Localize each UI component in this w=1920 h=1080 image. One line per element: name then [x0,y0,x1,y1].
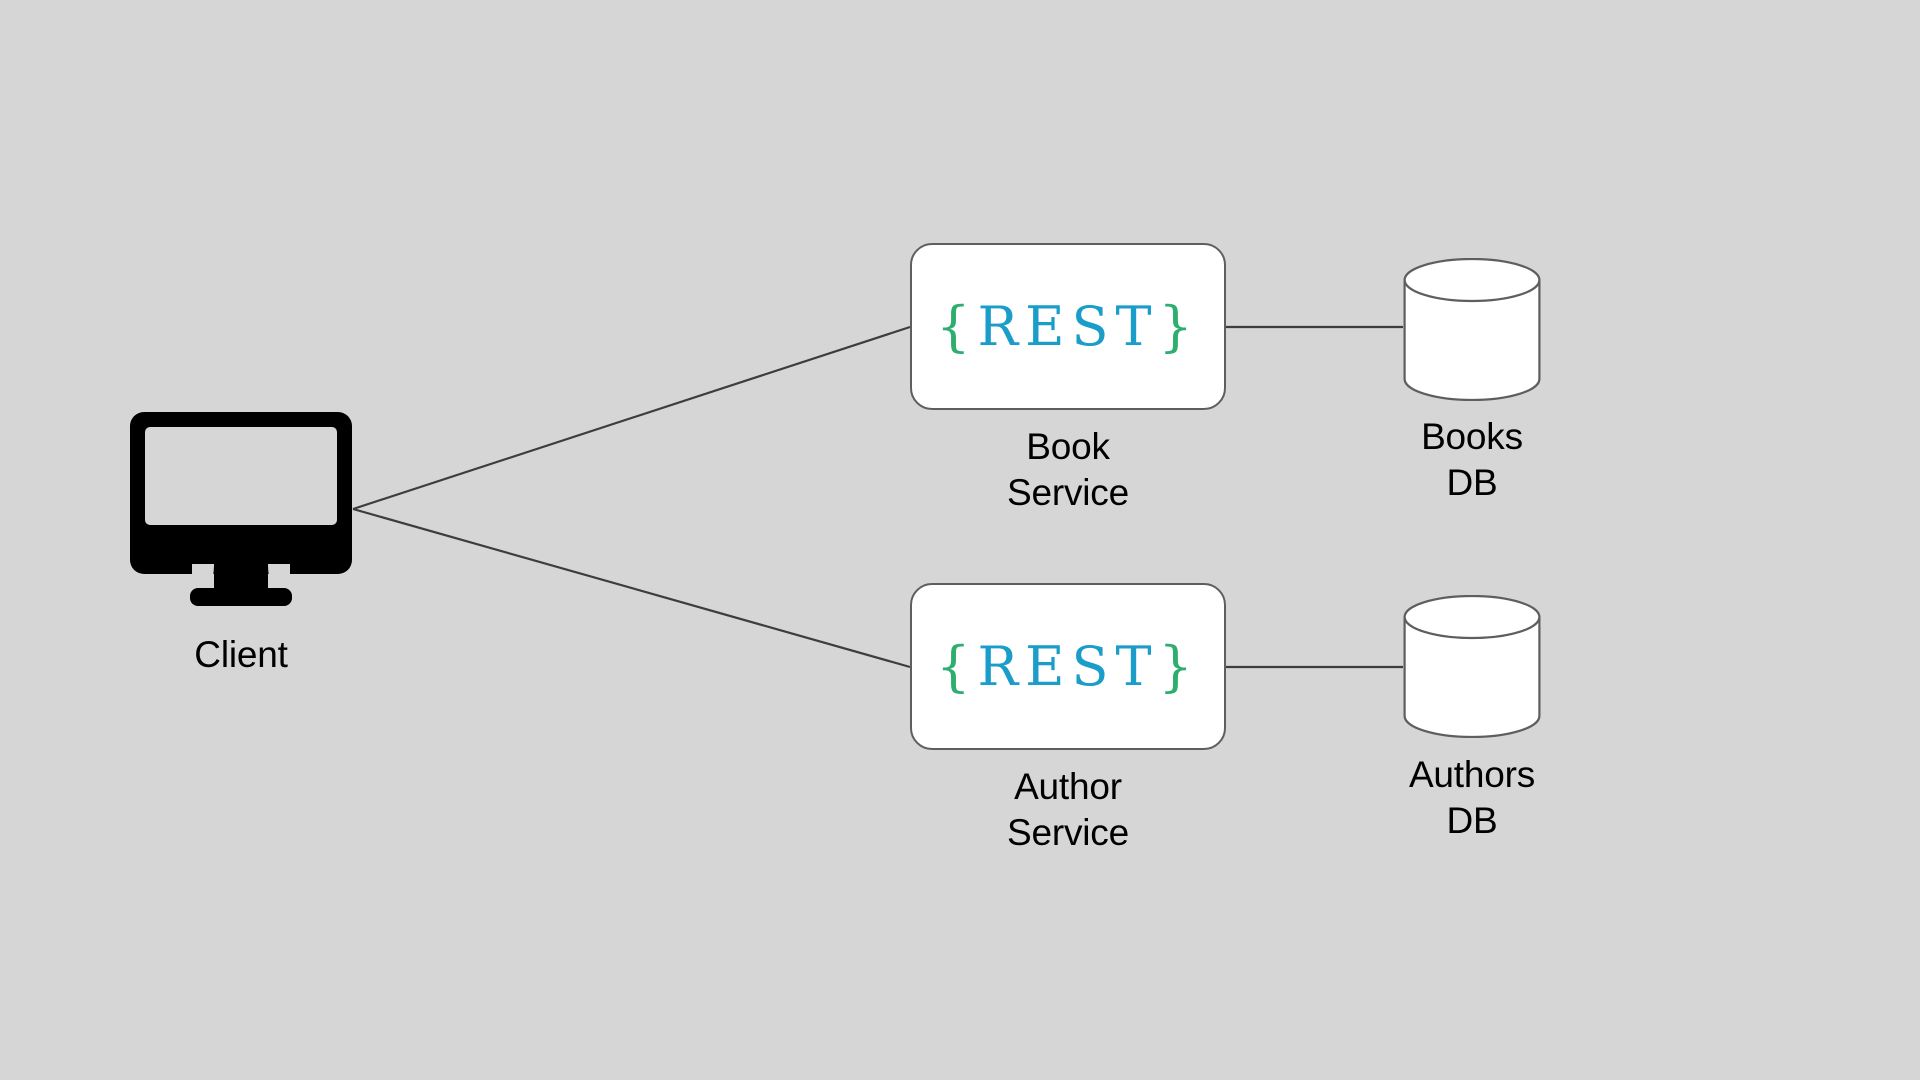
node-label-books-db: Books DB [1421,416,1523,503]
database-cylinder-icon [1403,595,1541,738]
brace-open-icon: { [936,294,978,358]
node-books-db[interactable] [1403,258,1541,401]
node-label-client: Client [194,634,288,675]
node-authors-db[interactable] [1403,595,1541,738]
rest-label: REST [977,634,1159,698]
edge-client-to-author-service [352,507,911,669]
desktop-monitor-icon [130,412,352,606]
rest-logo: {REST} [936,299,1200,354]
brace-close-icon: } [1158,294,1200,358]
rest-logo: {REST} [936,639,1200,694]
node-book-service[interactable]: {REST} [910,243,1226,410]
node-label-author-service: Author Service [1007,766,1129,853]
node-client[interactable] [130,412,352,612]
monitor-stand-foot [190,588,292,606]
brace-open-icon: { [936,634,978,698]
node-label-authors-db: Authors DB [1408,754,1536,841]
monitor-screen [145,427,337,525]
node-author-service[interactable]: {REST} [910,583,1226,750]
rest-label: REST [977,294,1159,358]
brace-close-icon: } [1158,634,1200,698]
node-label-book-service: Book Service [1007,426,1129,513]
edge-client-to-book-service [352,325,911,511]
monitor-body [130,412,352,574]
database-cylinder-icon [1403,258,1541,401]
